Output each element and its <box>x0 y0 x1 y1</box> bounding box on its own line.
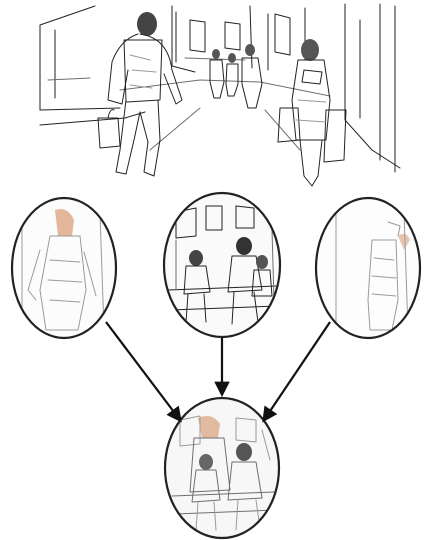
bottom-result-circle <box>165 398 279 538</box>
corridor-walls <box>40 4 400 172</box>
arrow-right-to-result <box>264 322 330 420</box>
arrow-left-to-result <box>106 322 180 420</box>
walking-woman-figure <box>278 39 346 186</box>
right-panel-circle <box>314 196 422 342</box>
top-scene-sketch <box>40 4 400 186</box>
left-panel-circle <box>10 196 120 342</box>
walking-man-figure <box>98 12 182 176</box>
center-panel-circle <box>164 193 280 337</box>
background-walkers <box>210 44 262 108</box>
